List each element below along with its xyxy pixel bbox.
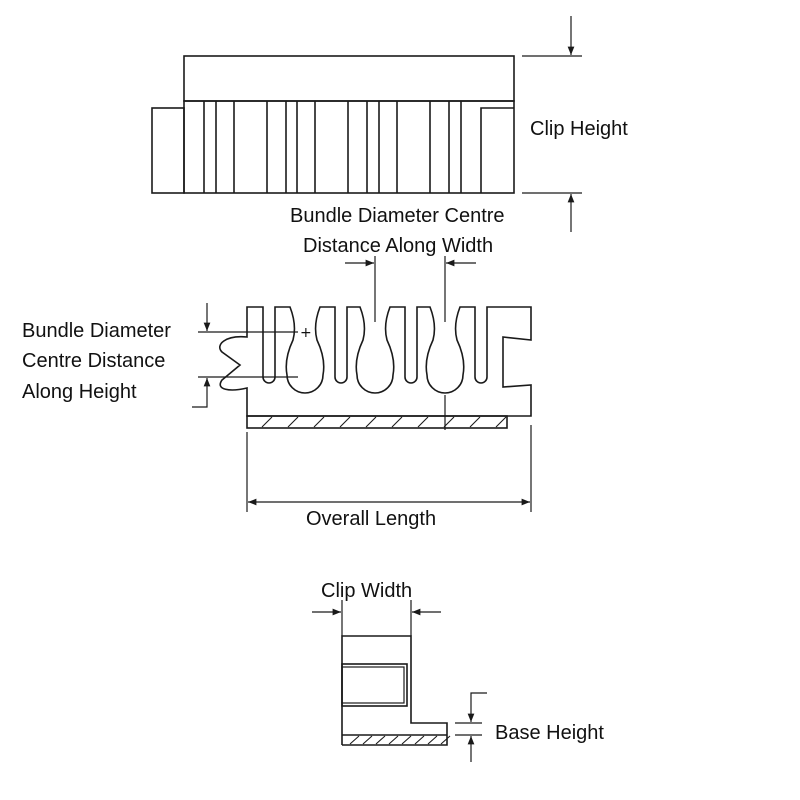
bundle-width-label-line2: Distance Along Width bbox=[303, 235, 493, 257]
hatch-line bbox=[427, 735, 438, 745]
side-view: Clip Width Base Height bbox=[312, 580, 604, 762]
base-strip bbox=[246, 415, 508, 429]
clip-front-outline bbox=[219, 306, 532, 417]
side-base-hatching bbox=[349, 735, 451, 745]
hatch-line bbox=[339, 416, 351, 428]
bundle-width-label-line1: Bundle Diameter Centre bbox=[290, 205, 505, 227]
hatch-line bbox=[313, 416, 325, 428]
side-view-outline bbox=[341, 635, 448, 746]
hatch-line bbox=[365, 416, 377, 428]
hatch-line bbox=[287, 416, 299, 428]
hatch-line bbox=[362, 735, 373, 745]
top-view-right-tab bbox=[480, 107, 514, 193]
hatch-line bbox=[495, 416, 507, 428]
bundle-centre-mark-icon: + bbox=[300, 325, 312, 341]
hatch-line bbox=[414, 735, 425, 745]
hatch-line bbox=[388, 735, 399, 745]
hatch-line bbox=[375, 735, 386, 745]
hatch-line bbox=[261, 416, 273, 428]
top-view-slot-lines bbox=[203, 101, 462, 193]
side-view-slot bbox=[341, 663, 408, 707]
side-view-slot-inner bbox=[341, 666, 405, 704]
overall-length-label: Overall Length bbox=[306, 508, 436, 530]
base-strip-hatching bbox=[261, 416, 507, 428]
clip-height-label: Clip Height bbox=[530, 118, 628, 140]
hatch-line bbox=[401, 735, 412, 745]
hatch-line bbox=[440, 735, 451, 745]
base-height-arrow-top bbox=[467, 692, 487, 722]
top-view: Clip Height bbox=[151, 16, 628, 232]
hatch-line bbox=[417, 416, 429, 428]
front-view: Bundle Diameter Centre Distance Along Wi… bbox=[22, 205, 532, 530]
bundle-height-label-line3: Along Height bbox=[22, 381, 137, 403]
base-height-label: Base Height bbox=[495, 722, 604, 744]
top-view-left-tab bbox=[151, 107, 185, 194]
hatch-line bbox=[443, 416, 455, 428]
clip-width-label: Clip Width bbox=[321, 580, 412, 602]
bundle-height-label-line2: Centre Distance bbox=[22, 350, 165, 372]
bundle-height-arrow-bottom bbox=[192, 378, 211, 408]
hatch-line bbox=[469, 416, 481, 428]
hatch-line bbox=[391, 416, 403, 428]
hatch-line bbox=[349, 735, 360, 745]
top-view-cap bbox=[183, 55, 515, 102]
bundle-height-label-line1: Bundle Diameter bbox=[22, 320, 171, 342]
